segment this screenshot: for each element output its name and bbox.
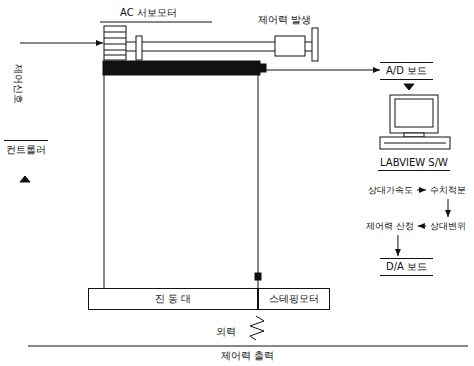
signal-label: 제어신호 <box>12 62 24 106</box>
node-text: AC 서보모터 <box>120 7 177 19</box>
node-text: 진 동 대 <box>93 293 253 305</box>
node-text: D/A 보드 <box>386 261 427 273</box>
node-text: 스테핑모터 <box>263 293 325 305</box>
node-text: 제어력 발생 <box>258 14 311 26</box>
node-text: 상대변위 <box>430 220 466 232</box>
ad-board-label: A/D 보드 <box>380 62 433 80</box>
stepping-motor: 스테핑모터 <box>258 288 330 310</box>
motor-heading: AC 서보모터 <box>118 6 179 20</box>
shake-table: 진 동 대 <box>88 288 258 310</box>
output-label: 제어력 출력 <box>219 350 276 362</box>
controller-label: 컨트롤러 <box>4 140 48 156</box>
process-step: 수치적분 <box>428 183 468 197</box>
node-text: 상대가속도 <box>368 184 413 196</box>
node-text: 컨트롤러 <box>6 144 46 156</box>
actuator-heading: 제어력 발생 <box>256 13 313 27</box>
flow-arrow <box>417 190 426 191</box>
node-text: LABVIEW S/W <box>380 157 448 169</box>
node-text: A/D 보드 <box>386 65 427 77</box>
flow-arrow <box>418 226 426 227</box>
process-step: 상대변위 <box>428 219 468 233</box>
force-label: 외력 <box>214 326 238 338</box>
software-label: LABVIEW S/W <box>378 156 450 171</box>
flow-arrow <box>397 235 398 256</box>
process-step: 제어력 산정 <box>364 219 416 233</box>
node-text: 제어력 산정 <box>366 220 414 232</box>
node-text: 수치적분 <box>430 184 466 196</box>
da-board-label: D/A 보드 <box>380 258 433 276</box>
flow-arrow <box>448 199 449 217</box>
process-step: 상대가속도 <box>366 183 415 197</box>
